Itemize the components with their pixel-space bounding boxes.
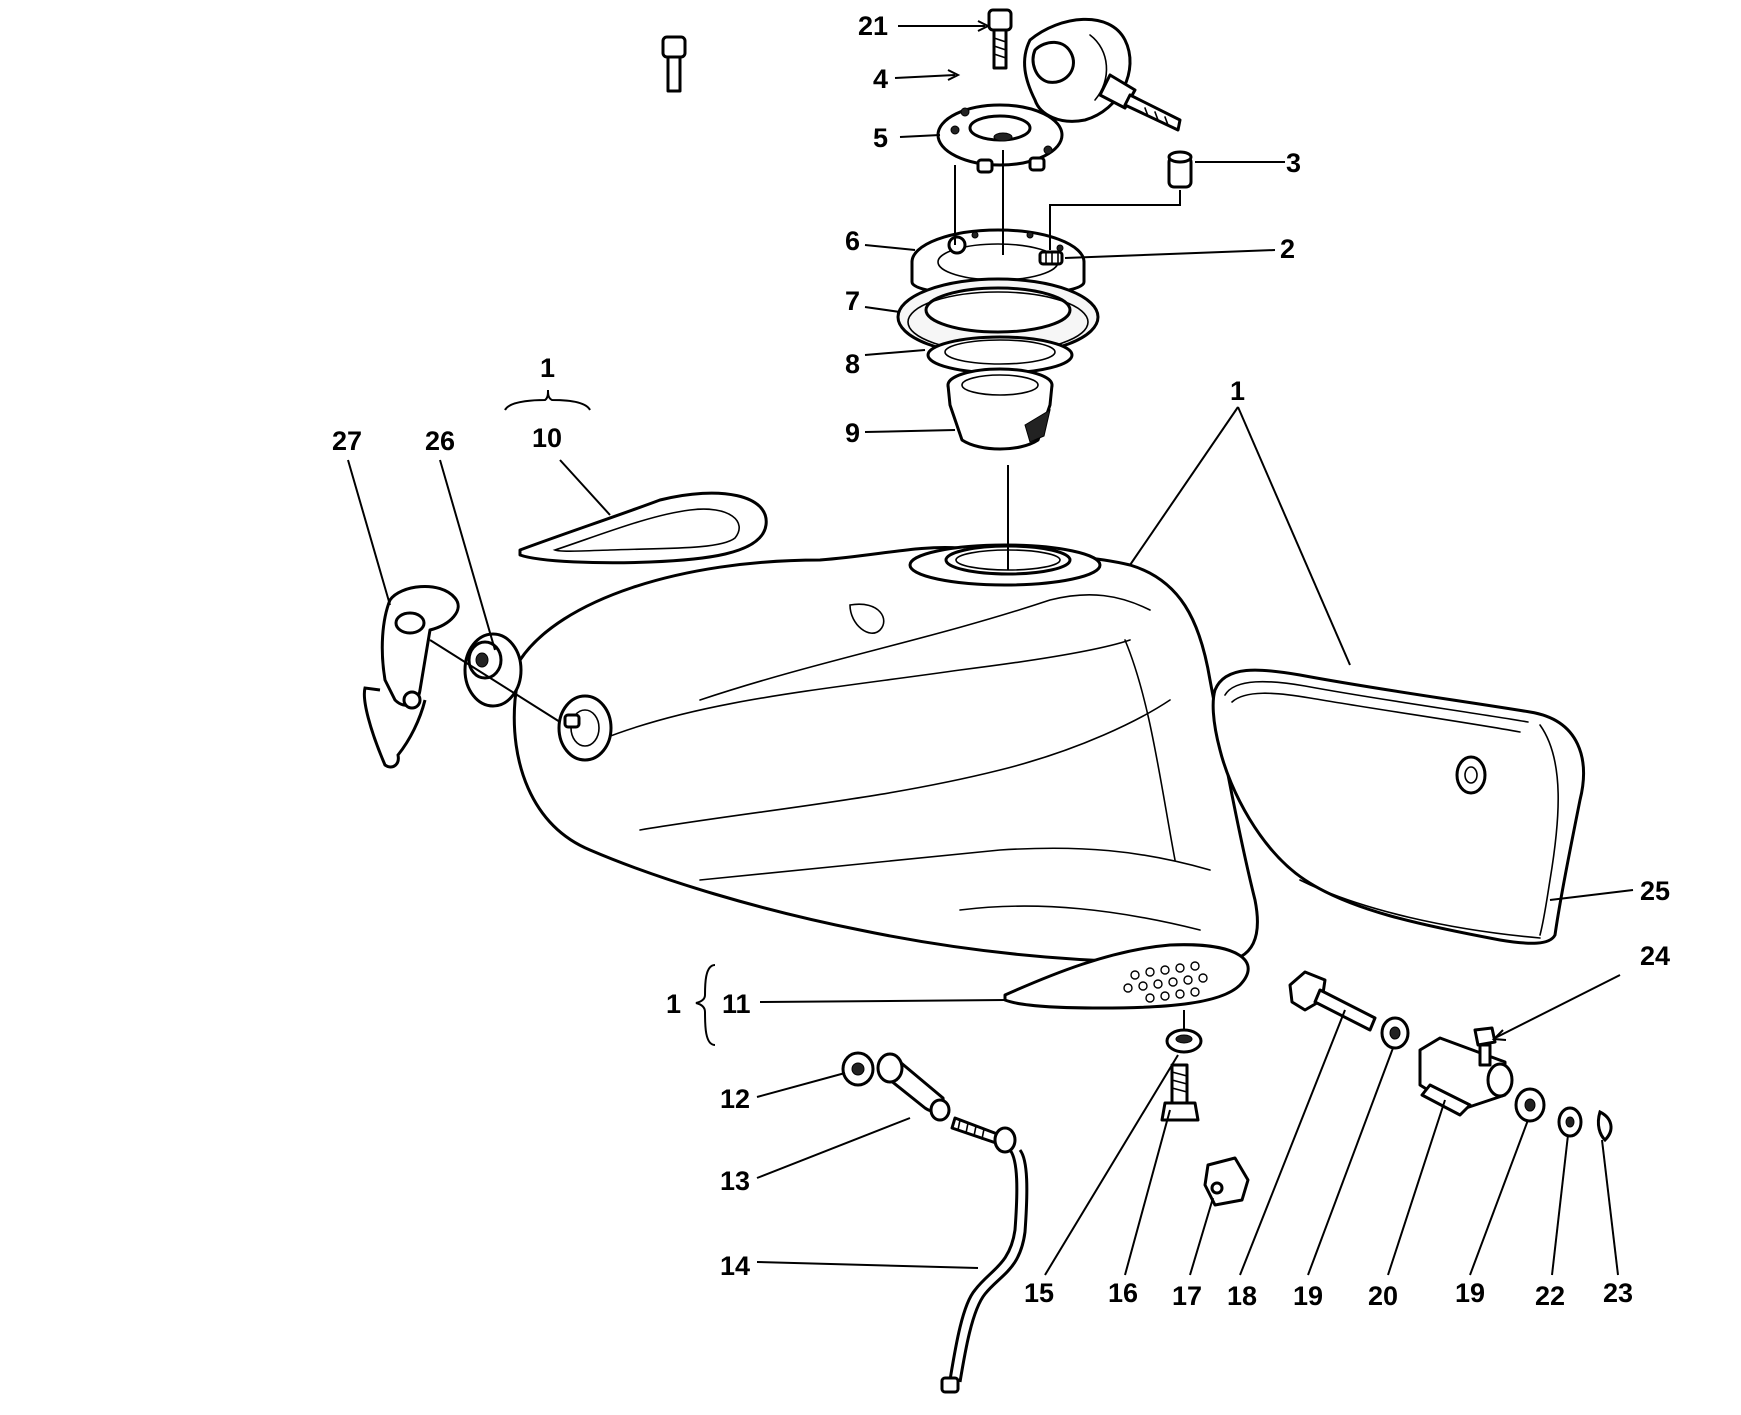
callout-27: 27 (332, 426, 362, 456)
rear-hinge-icon (1288, 970, 1613, 1143)
callout-23: 23 (1603, 1278, 1633, 1308)
callout-3: 3 (1286, 148, 1301, 178)
filter-basket-icon (946, 367, 1054, 451)
plug-icon (1167, 150, 1193, 189)
callout-labels: 21 4 5 3 6 2 7 8 9 1 10 1 27 26 25 24 1 … (332, 11, 1670, 1311)
callout-4: 4 (873, 64, 888, 94)
callout-14: 14 (720, 1251, 750, 1281)
side-pad-icon (1211, 668, 1585, 945)
callout-17: 17 (1172, 1281, 1202, 1311)
callout-19-a: 19 (1293, 1281, 1323, 1311)
callout-20: 20 (1368, 1281, 1398, 1311)
callout-6: 6 (845, 226, 860, 256)
callout-22: 22 (1535, 1281, 1565, 1311)
callout-13: 13 (720, 1166, 750, 1196)
callout-10: 10 (532, 423, 562, 453)
callout-1-side: 1 (666, 989, 681, 1019)
bottom-pad-icon (1003, 943, 1250, 1010)
callout-2: 2 (1280, 234, 1295, 264)
callout-9: 9 (845, 418, 860, 448)
callout-26: 26 (425, 426, 455, 456)
fuel-cap-with-key-icon (661, 8, 1182, 174)
leader-lines (347, 20, 1634, 1276)
knee-pad-icon (518, 491, 768, 565)
gasket-icon (896, 277, 1100, 357)
callout-18: 18 (1227, 1281, 1257, 1311)
front-mount-rod-icon (841, 1051, 1029, 1394)
callout-15: 15 (1024, 1278, 1054, 1308)
callout-21: 21 (858, 11, 888, 41)
callout-19-b: 19 (1455, 1278, 1485, 1308)
callout-11: 11 (722, 989, 751, 1019)
bolt-and-spacer-icon (1160, 1028, 1250, 1207)
callout-24: 24 (1640, 941, 1670, 971)
callout-1-top: 1 (540, 353, 555, 383)
callout-5: 5 (873, 123, 888, 153)
callout-8: 8 (845, 349, 860, 379)
callout-16: 16 (1108, 1278, 1138, 1308)
callout-1-main: 1 (1230, 376, 1245, 406)
callout-7: 7 (845, 286, 860, 316)
seal-ring-icon (926, 335, 1074, 375)
rear-mount-bracket-icon (362, 585, 523, 769)
callout-25: 25 (1640, 876, 1670, 906)
fuel-tank-icon (512, 543, 1259, 965)
callout-12: 12 (720, 1084, 750, 1114)
